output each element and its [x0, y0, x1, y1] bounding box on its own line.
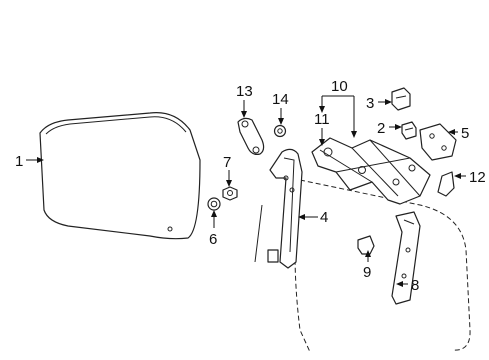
callout-1: 1 [15, 153, 23, 170]
callout-13: 13 [236, 83, 253, 100]
window-regulator [311, 137, 431, 205]
callout-9: 9 [363, 264, 371, 281]
guide-clip [357, 235, 375, 255]
support-bracket [437, 171, 455, 197]
callout-10: 10 [331, 78, 348, 95]
callout-8: 8 [411, 277, 419, 294]
callout-12: 12 [469, 169, 486, 186]
mounting-bracket [419, 123, 457, 161]
washer [273, 124, 287, 138]
callout-labels: 1 13 14 7 6 4 10 11 3 2 5 12 9 8 [15, 78, 486, 294]
rear-run-channel [391, 211, 421, 305]
regulator-arm [237, 117, 265, 155]
nut [222, 186, 238, 201]
callout-11: 11 [314, 111, 330, 128]
callout-5: 5 [461, 125, 469, 142]
door-glass [39, 112, 201, 240]
retaining-clip [401, 121, 417, 140]
callout-14: 14 [272, 91, 289, 108]
grommet [207, 197, 221, 211]
callout-4: 4 [320, 209, 328, 226]
callout-6: 6 [209, 231, 217, 248]
callout-2: 2 [377, 120, 385, 137]
callout-3: 3 [366, 95, 374, 112]
leader-lines [26, 95, 466, 287]
callout-7: 7 [223, 154, 231, 171]
glass-run-channel [267, 148, 303, 269]
stop-bumper [391, 87, 411, 111]
